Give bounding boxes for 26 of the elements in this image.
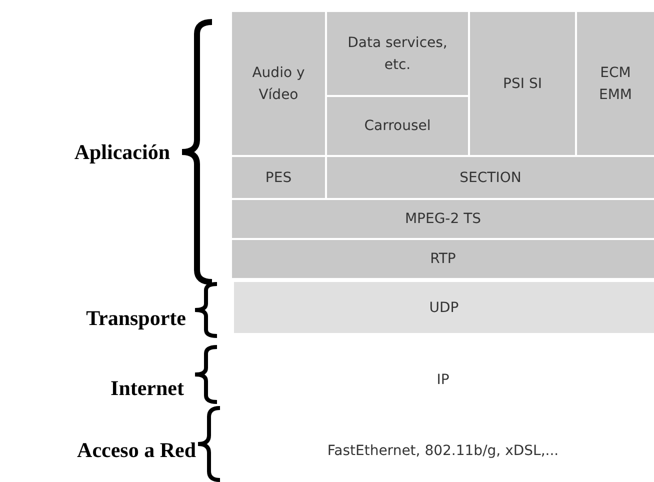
protocol-cell xyxy=(232,240,654,278)
protocol-cell xyxy=(470,12,575,155)
protocol-cell xyxy=(327,97,468,155)
protocol-label: Data services, etc. xyxy=(346,34,448,74)
protocol-cell xyxy=(232,12,325,155)
protocol-label: Audio y Vídeo xyxy=(251,64,306,104)
protocol-label: PES xyxy=(265,168,292,188)
layer-name: Internet xyxy=(110,376,184,400)
protocol-label: Carrousel xyxy=(364,117,431,136)
protocol-cell xyxy=(327,157,654,198)
protocol-band xyxy=(234,282,654,333)
protocol-cell xyxy=(327,12,468,95)
layer-name: Transporte xyxy=(86,306,186,330)
protocol-label: RTP xyxy=(430,250,456,269)
protocol-label: PSI SI xyxy=(503,74,542,94)
protocol-label: SECTION xyxy=(460,168,522,188)
protocol-label: MPEG-2 TS xyxy=(404,210,482,229)
layer-name: Aplicación xyxy=(74,140,170,164)
protocol-label: IP xyxy=(436,372,450,388)
layer-name: Acceso a Red xyxy=(77,438,196,462)
protocol-label: ECM EMM xyxy=(598,64,633,104)
protocol-label: UDP xyxy=(429,298,459,318)
protocol-cell xyxy=(232,157,325,198)
protocol-label: FastEthernet, 802.11b/g, xDSL,... xyxy=(327,443,559,459)
protocol-cell xyxy=(577,12,654,155)
protocol-cell xyxy=(232,200,654,238)
